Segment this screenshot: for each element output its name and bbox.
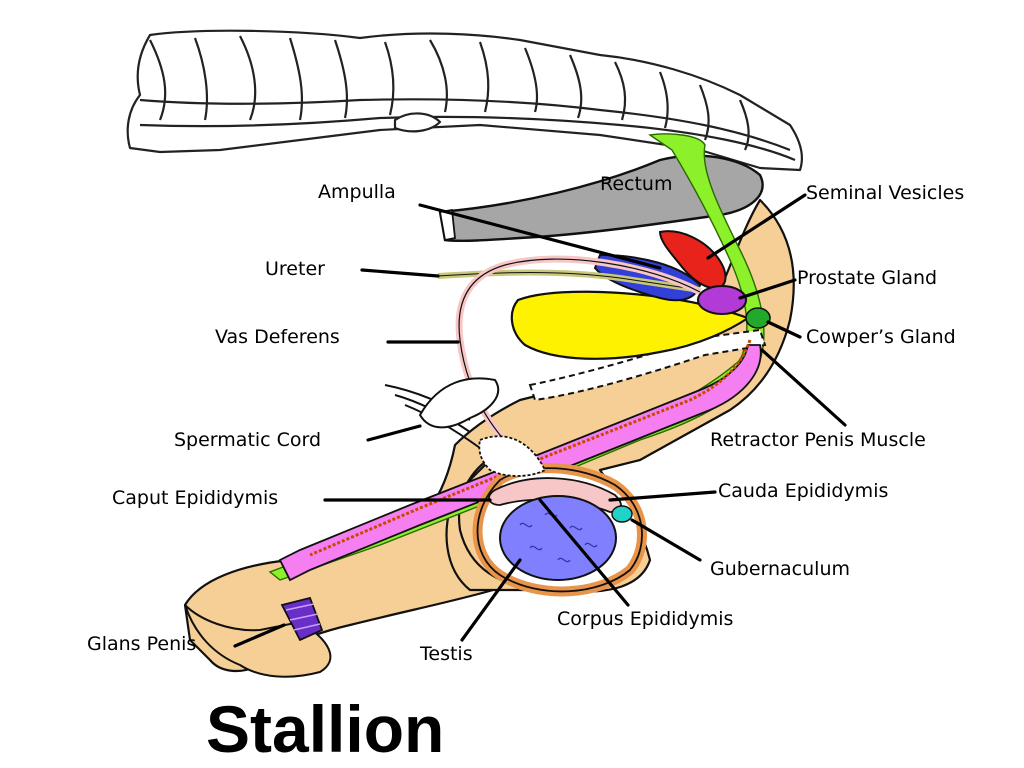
bladder: [510, 290, 751, 360]
label-spermatic-cord: Spermatic Cord: [174, 429, 321, 451]
label-ureter: Ureter: [265, 258, 325, 280]
label-seminal-vesicles: Seminal Vesicles: [806, 182, 964, 204]
glans-penis: [280, 596, 324, 642]
rectum: [438, 154, 764, 243]
rectum-wall: [438, 208, 456, 242]
pelvic-symphysis: [528, 328, 767, 402]
spermatic-cord: [384, 377, 500, 449]
testis: [499, 495, 617, 581]
diagram-title: Stallion: [206, 692, 444, 766]
testis-texture: [519, 512, 598, 563]
label-retractor-penis-muscle: Retractor Penis Muscle: [710, 429, 926, 451]
leader-lines: [233, 193, 847, 648]
label-vas-deferens: Vas Deferens: [215, 326, 340, 348]
label-cowpers-gland: Cowper’s Gland: [806, 326, 956, 348]
label-rectum: Rectum: [600, 173, 672, 195]
label-cauda-epididymis: Cauda Epididymis: [718, 480, 888, 502]
label-gubernaculum: Gubernaculum: [710, 558, 850, 580]
label-glans-penis: Glans Penis: [87, 633, 196, 655]
prepuce: [184, 604, 332, 678]
label-corpus-epididymis: Corpus Epididymis: [557, 608, 733, 630]
label-testis: Testis: [419, 643, 473, 665]
scrotum-outline: [476, 467, 643, 593]
cowpers-gland: [745, 307, 771, 329]
prostate-gland: [697, 285, 747, 315]
label-ampulla: Ampulla: [318, 181, 396, 203]
ureter-outline: [437, 272, 701, 291]
urethra-line: [309, 339, 752, 557]
pampiniform-plexus: [478, 435, 547, 477]
vertebral-column: [126, 29, 804, 172]
gubernaculum: [611, 505, 633, 523]
label-caput-epididymis: Caput Epididymis: [112, 487, 278, 509]
label-prostate-gland: Prostate Gland: [797, 267, 937, 289]
